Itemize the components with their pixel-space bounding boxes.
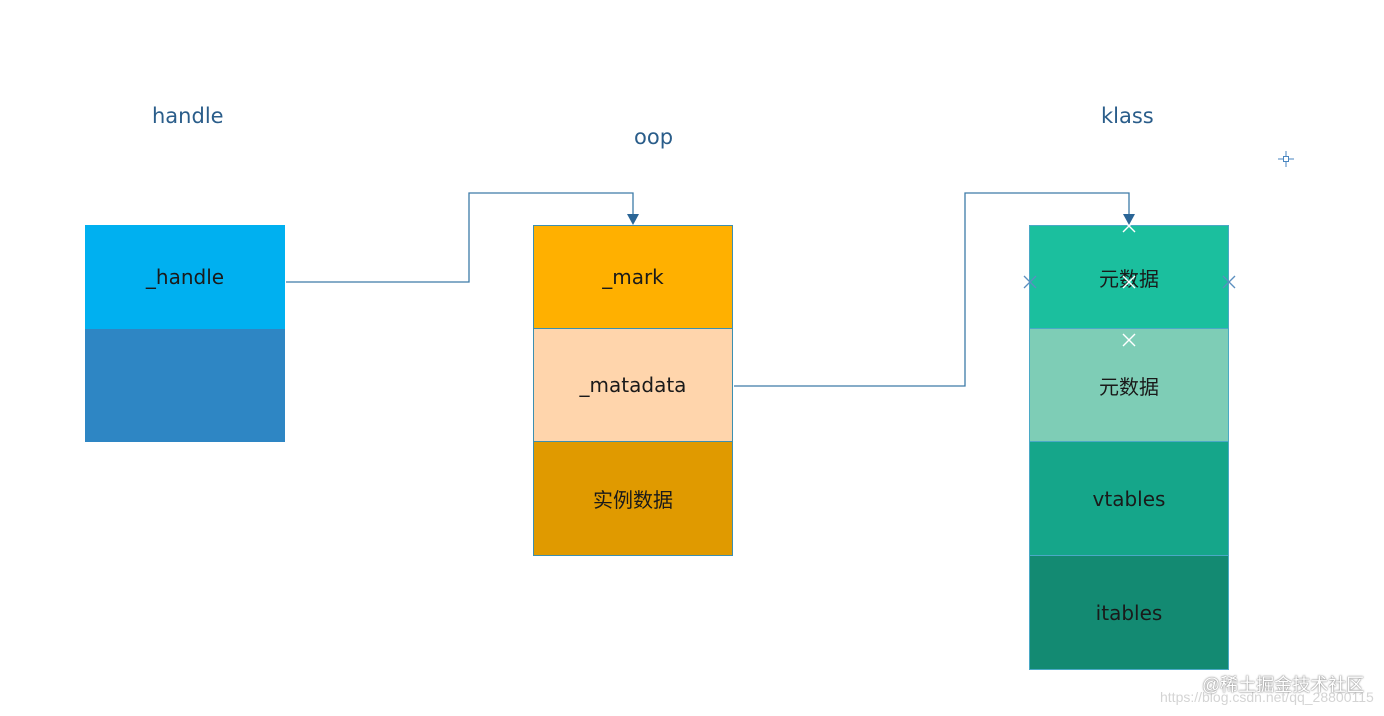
heading-klass: klass bbox=[1101, 104, 1154, 128]
oop-cell-label: _matadata bbox=[579, 373, 687, 397]
handle-cell-handle[interactable]: _handle bbox=[85, 225, 285, 329]
klass-cell-vtables[interactable]: vtables bbox=[1029, 442, 1229, 556]
watermark-url: https://blog.csdn.net/qq_28800115 bbox=[1160, 689, 1374, 705]
klass-cell-label: 元数据 bbox=[1099, 266, 1159, 291]
handle-cell-empty[interactable] bbox=[85, 329, 285, 442]
klass-cell-label: vtables bbox=[1092, 486, 1166, 511]
heading-handle: handle bbox=[152, 104, 224, 128]
crosshair-icon bbox=[1278, 151, 1294, 167]
handle-cell-label: _handle bbox=[145, 265, 225, 289]
klass-cell-label: 元数据 bbox=[1099, 374, 1159, 399]
oop-cell-label: 实例数据 bbox=[593, 488, 673, 512]
oop-cell-label: _mark bbox=[602, 265, 664, 289]
klass-cell-metadata-1[interactable]: 元数据 bbox=[1029, 225, 1229, 329]
oop-cell-matadata[interactable]: _matadata bbox=[533, 329, 733, 442]
klass-cell-label: itables bbox=[1095, 600, 1163, 625]
arrow-head-icon bbox=[627, 214, 639, 225]
klass-cell-metadata-2[interactable]: 元数据 bbox=[1029, 329, 1229, 442]
oop-cell-instance-data[interactable]: 实例数据 bbox=[533, 442, 733, 556]
oop-cell-mark[interactable]: _mark bbox=[533, 225, 733, 329]
arrow-head-icon bbox=[1123, 214, 1135, 225]
heading-oop: oop bbox=[634, 125, 674, 149]
klass-cell-itables[interactable]: itables bbox=[1029, 556, 1229, 670]
watermark-site: @稀土掘金技术社区 bbox=[1202, 675, 1365, 695]
